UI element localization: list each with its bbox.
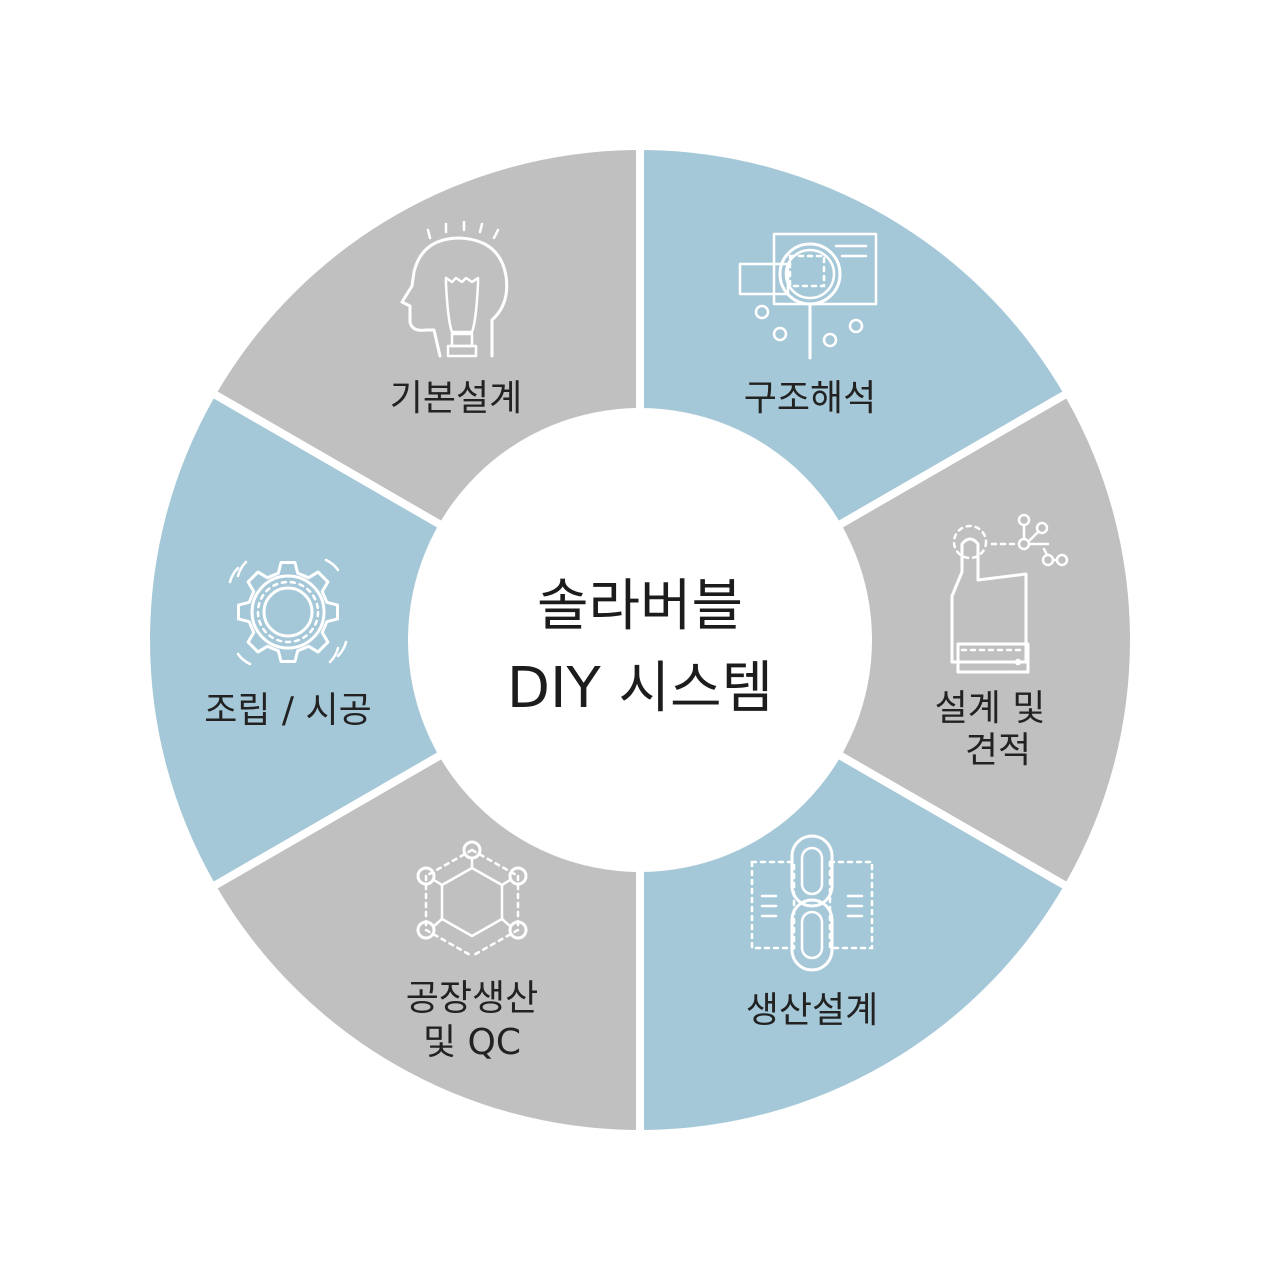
segment-label-basic-design: 기본설계: [390, 378, 522, 419]
hexagon-network-icon: [416, 840, 528, 958]
gear-icon: [228, 558, 348, 666]
center-title-line1: 솔라버블: [537, 574, 743, 639]
magnifier-document-icon: [738, 232, 878, 360]
segment-label-structural-analysis: 구조해석: [744, 378, 876, 419]
segment-label-factory-qc-line2: 및 QC: [423, 1022, 521, 1063]
hand-touch-network-icon: [950, 513, 1069, 674]
segment-label-design-estimate-line2: 견적: [965, 730, 1031, 771]
center-circle: [408, 408, 872, 872]
head-lightbulb-icon: [400, 220, 509, 358]
chain-link-icon: [750, 834, 874, 972]
center-title-line2: DIY 시스템: [507, 656, 773, 721]
segment-label-factory-qc-line1: 공장생산: [406, 978, 538, 1019]
segment-label-assembly-construction: 조립 / 시공: [204, 690, 372, 731]
segment-assembly-construction: [150, 398, 632, 882]
segment-label-production-design: 생산설계: [746, 990, 878, 1031]
labels-layer: 구조해석 설계 및 견적 생산설계 공장생산 및 QC 조립 / 시공 기본설계: [204, 378, 1045, 1063]
segment-label-design-estimate-line1: 설계 및: [935, 688, 1046, 729]
segment-design-estimate: [648, 398, 1130, 882]
gear-outline: [236, 560, 340, 664]
